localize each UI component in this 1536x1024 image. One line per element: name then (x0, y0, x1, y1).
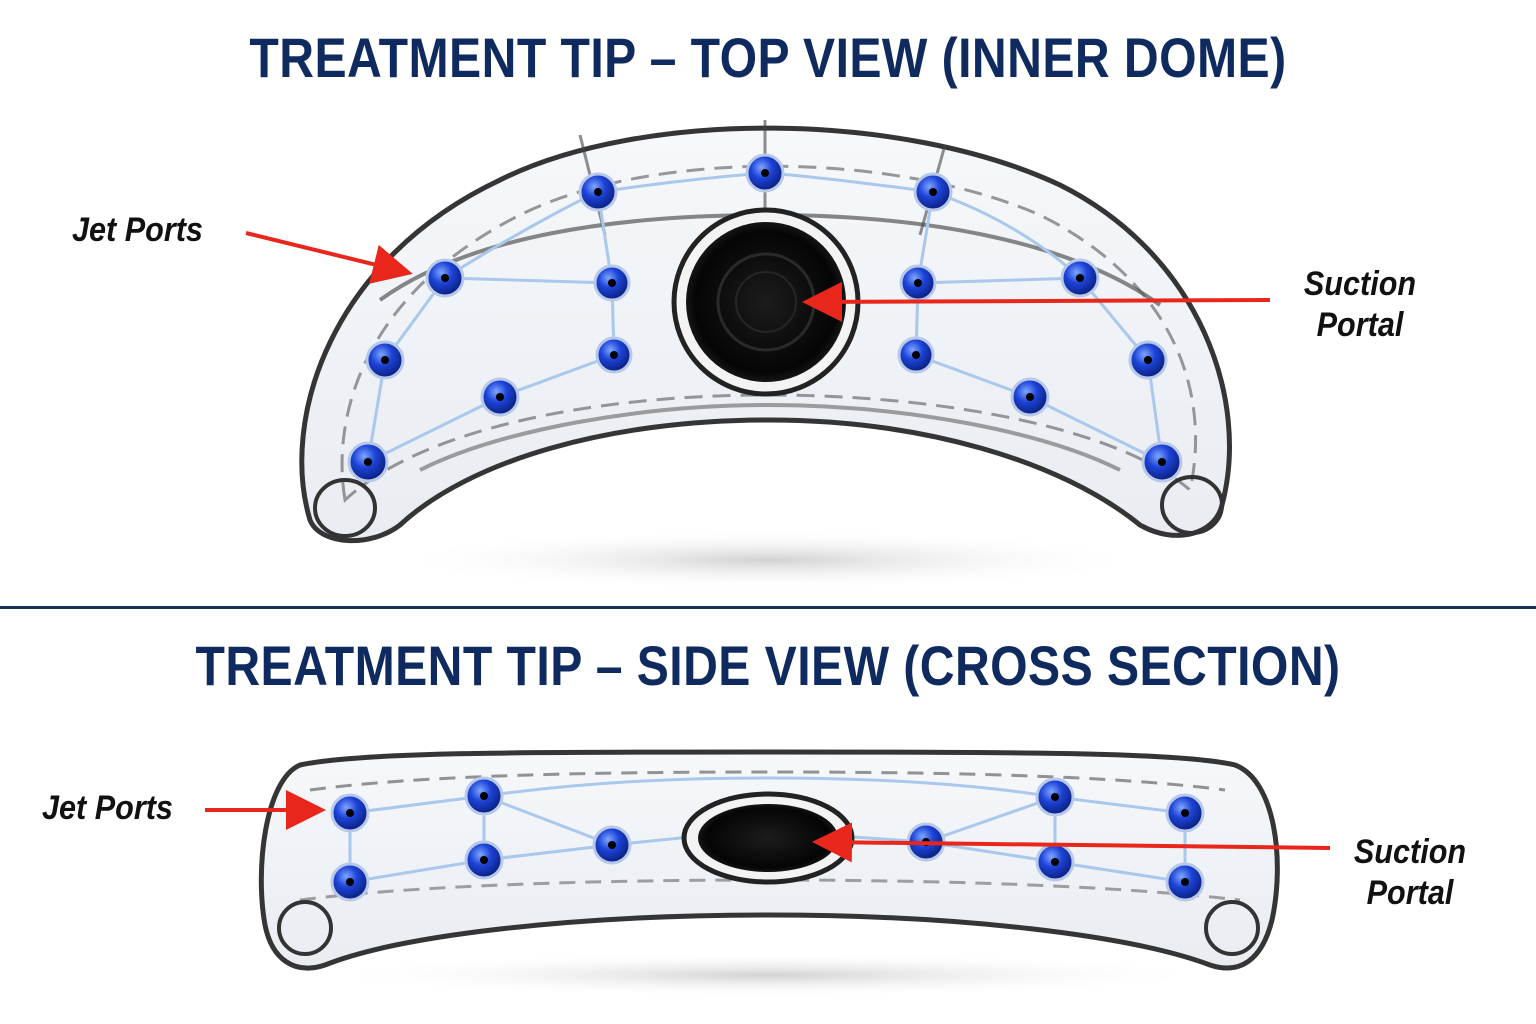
jet-port-icon (745, 153, 785, 193)
top-fluid-channels (366, 171, 1164, 464)
jet-port-icon (578, 172, 618, 212)
top-view-device (299, 120, 1232, 590)
jet-port-icon (1035, 777, 1075, 817)
top-jet-ports (347, 153, 1183, 483)
top-view-title: TREATMENT TIP – TOP VIEW (INNER DOME) (249, 26, 1287, 89)
top-suction-label-line2: Portal (1316, 305, 1404, 344)
jet-port-icon (425, 258, 465, 298)
jet-port-icon (593, 264, 631, 302)
jet-port-icon (464, 776, 504, 816)
top-suction-portal-arrow (802, 281, 1271, 322)
jet-port-icon (592, 825, 632, 865)
top-suction-label-line1: Suction (1303, 265, 1417, 303)
jet-port-icon (913, 172, 953, 212)
jet-port-icon (365, 340, 405, 380)
jet-port-icon (464, 840, 504, 880)
top-suction-portal-icon (671, 207, 861, 397)
jet-port-icon (330, 793, 370, 833)
jet-port-icon (1165, 862, 1205, 902)
section-divider (0, 606, 1536, 609)
jet-port-icon (1010, 377, 1050, 417)
jet-port-icon (347, 441, 389, 483)
jet-port-icon (1141, 441, 1183, 483)
jet-port-icon (1035, 842, 1075, 882)
jet-port-icon (1060, 258, 1100, 298)
side-view-device (258, 749, 1280, 997)
side-suction-label-line2: Portal (1366, 873, 1454, 912)
jet-port-icon (480, 377, 520, 417)
top-suction-portal-label: Suction Portal (1297, 264, 1423, 346)
top-jet-ports-label: Jet Ports (72, 211, 203, 249)
jet-port-icon (897, 336, 935, 374)
side-suction-portal-icon (681, 791, 855, 885)
side-suction-portal-label: Suction Portal (1347, 832, 1473, 914)
side-suction-portal-arrow (812, 822, 1331, 863)
top-jet-ports-arrow (245, 231, 413, 284)
side-jet-ports-label: Jet Ports (42, 789, 173, 827)
jet-port-icon (1128, 340, 1168, 380)
jet-port-icon (1165, 793, 1205, 833)
jet-port-icon (595, 336, 633, 374)
side-suction-label-line1: Suction (1353, 833, 1467, 871)
jet-port-icon (330, 862, 370, 902)
side-view-title: TREATMENT TIP – SIDE VIEW (CROSS SECTION… (195, 634, 1341, 697)
jet-port-icon (899, 264, 937, 302)
